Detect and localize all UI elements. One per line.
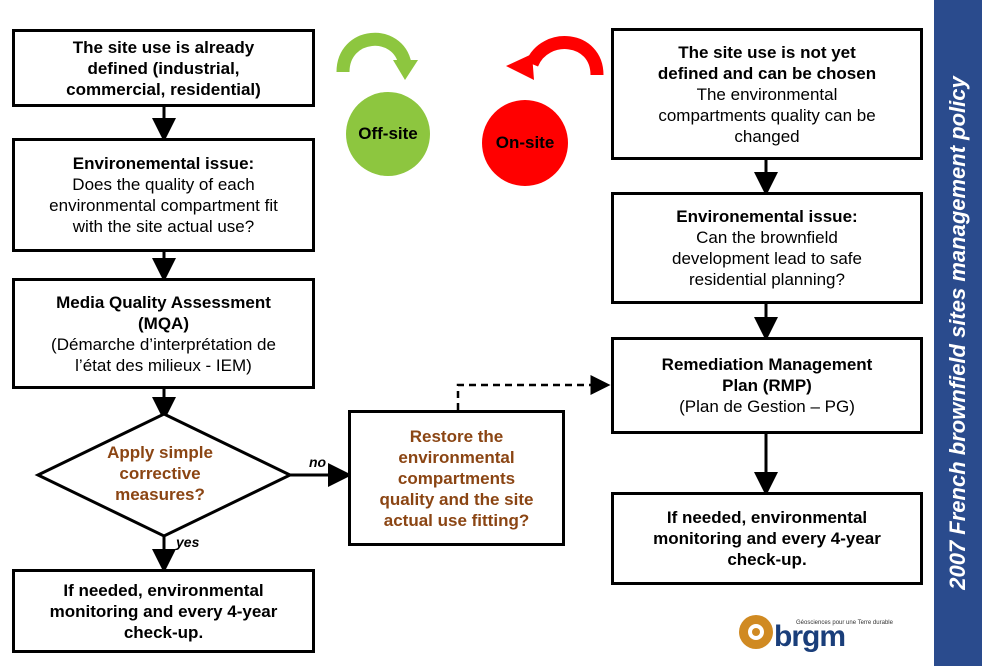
- box-title: defined and can be chosen: [657, 63, 877, 83]
- text-line: residential planning?: [689, 270, 845, 289]
- box-title: Plan (RMP): [722, 376, 812, 395]
- left-box-mqa: Media Quality Assessment (MQA) (Démarche…: [12, 278, 315, 389]
- decision-diamond: [34, 412, 294, 538]
- right-box-site-use-not-defined: The site use is not yet defined and can …: [611, 28, 923, 160]
- onsite-arrowhead: [506, 54, 534, 80]
- text-line: If needed, environmental: [666, 508, 868, 527]
- offsite-circle: Off-site: [346, 92, 430, 176]
- text-line: environmental compartment fit: [49, 196, 278, 215]
- text-line: measures?: [115, 485, 205, 504]
- text-line: quality and the site: [379, 489, 534, 509]
- left-box-monitoring: If needed, environmental monitoring and …: [12, 569, 315, 653]
- text-line: monitoring and every 4-year: [49, 601, 278, 621]
- text-line: monitoring and every 4-year: [653, 529, 881, 548]
- box-title: Remediation Management: [661, 355, 873, 374]
- text-line: environmental: [398, 447, 515, 467]
- offsite-arrowhead: [393, 60, 418, 80]
- decision-text: Apply simple corrective measures?: [60, 442, 260, 505]
- no-label: no: [309, 454, 327, 470]
- box-title: The site use is not yet: [678, 42, 856, 62]
- onsite-curve-arrow: [525, 36, 604, 76]
- text-line: (Plan de Gestion – PG): [679, 397, 855, 416]
- text-line: Apply simple: [107, 443, 213, 462]
- arrow-dashed: [456, 375, 611, 410]
- box-title: Media Quality Assessment: [56, 292, 271, 312]
- left-box-environmental-issue: Environemental issue: Does the quality o…: [12, 138, 315, 252]
- yes-label: yes: [176, 534, 200, 550]
- left-box-site-use-defined: The site use is already defined (industr…: [12, 29, 315, 107]
- text-line: (Démarche d’interprétation de: [51, 334, 276, 354]
- text-line: If needed, environmental: [63, 580, 264, 600]
- text-line: development lead to safe: [672, 249, 862, 268]
- brgm-logo-tagline: Géosciences pour une Terre durable: [796, 620, 893, 626]
- brgm-logo-mark: [739, 615, 773, 649]
- text-line: actual use fitting?: [383, 510, 530, 530]
- text-line: with the site actual use?: [72, 217, 255, 236]
- box-title: Environemental issue:: [72, 154, 255, 173]
- right-box-environmental-issue: Environemental issue: Can the brownfield…: [611, 192, 923, 304]
- text-line: Does the quality of each: [72, 175, 255, 194]
- onsite-circle: On-site: [482, 100, 568, 186]
- text-line: compartments quality can be: [658, 105, 876, 125]
- text-line: compartments: [397, 468, 516, 488]
- text-line: Can the brownfield: [696, 228, 838, 247]
- text-line: check-up.: [123, 622, 204, 642]
- brgm-logo-word: brgm: [774, 620, 846, 653]
- offsite-label: Off-site: [358, 124, 418, 143]
- text-line: corrective: [119, 464, 201, 483]
- sidebar-band: [934, 0, 982, 666]
- text-line: l’état des milieux - IEM): [75, 355, 252, 375]
- text-line: defined (industrial,: [87, 58, 240, 78]
- box-title: Environemental issue:: [676, 207, 858, 226]
- text-line: changed: [734, 126, 800, 146]
- restore-box: Restore the environmental compartments q…: [348, 410, 565, 546]
- box-title: (MQA): [138, 313, 189, 333]
- text-line: The environmental: [696, 84, 838, 104]
- text-line: check-up.: [727, 550, 807, 569]
- onsite-label: On-site: [495, 133, 555, 152]
- offsite-curve-arrow: [336, 33, 412, 73]
- sidebar-title: 2007 French brownfield sites management …: [945, 76, 970, 590]
- right-box-monitoring: If needed, environmental monitoring and …: [611, 492, 923, 585]
- text-line: commercial, residential): [66, 79, 261, 99]
- text-line: Restore the: [409, 426, 504, 446]
- right-box-rmp: Remediation Management Plan (RMP) (Plan …: [611, 337, 923, 434]
- text-line: The site use is already: [72, 37, 255, 57]
